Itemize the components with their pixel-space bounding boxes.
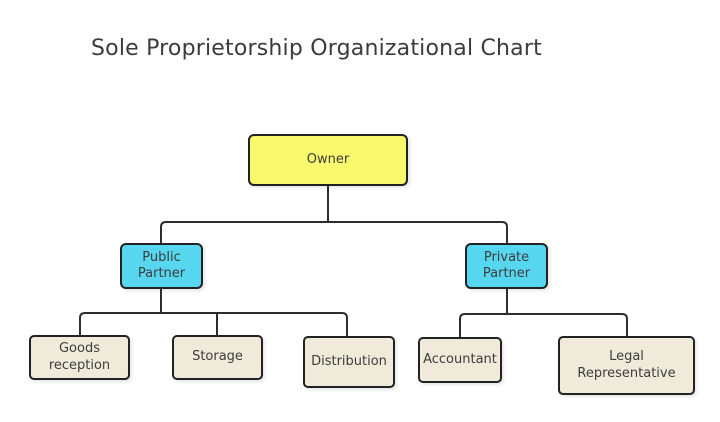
- node-storage-label: Storage: [192, 349, 243, 365]
- node-public-partner-label: Public Partner: [137, 249, 186, 281]
- node-private-partner-label: Private Partner: [482, 249, 531, 281]
- node-private-partner: Private Partner: [465, 243, 548, 289]
- node-public-partner: Public Partner: [120, 243, 203, 289]
- node-owner-label: Owner: [306, 151, 350, 167]
- chart-title: Sole Proprietorship Organizational Chart: [91, 36, 542, 61]
- node-legal-representative-label: Legal Representative: [577, 349, 676, 381]
- node-distribution-label: Distribution: [311, 353, 387, 369]
- node-goods-reception-label: Goods reception: [48, 341, 111, 373]
- node-accountant-label: Accountant: [423, 351, 497, 367]
- node-storage: Storage: [172, 335, 263, 380]
- node-owner: Owner: [248, 134, 408, 186]
- node-distribution: Distribution: [303, 336, 395, 388]
- connector-private-split: [459, 313, 628, 337]
- connector-public-split: [79, 312, 348, 336]
- node-accountant: Accountant: [418, 337, 502, 383]
- node-goods-reception: Goods reception: [29, 335, 130, 380]
- node-legal-representative: Legal Representative: [558, 336, 695, 395]
- connector-owner-split: [160, 221, 508, 243]
